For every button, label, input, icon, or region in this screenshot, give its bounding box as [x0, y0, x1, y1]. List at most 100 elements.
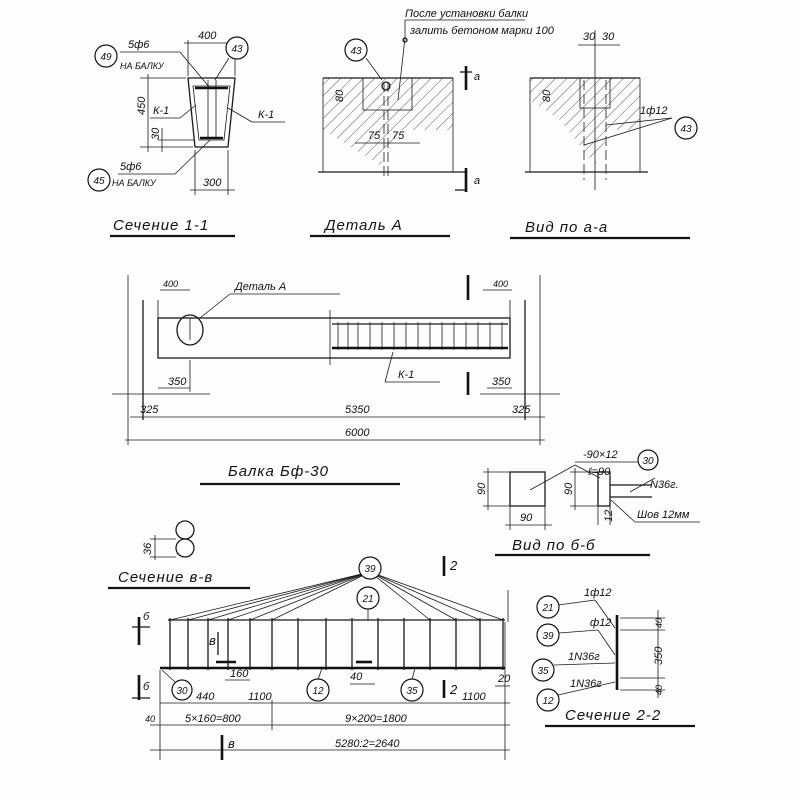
dim-depth: 80: [334, 89, 346, 102]
plate-side: [597, 471, 611, 507]
cut-label: в: [228, 736, 235, 751]
leader-lines-39: [169, 571, 504, 621]
position-number: 45: [93, 176, 105, 187]
dim-90-width: 90: [520, 512, 533, 524]
plate-size: -90×12: [583, 449, 618, 461]
position-marker: [536, 623, 560, 647]
dim-40-mid: 40: [350, 671, 363, 683]
dim-pitch-160: 5×160=800: [185, 713, 242, 725]
dim-400-right: 400: [493, 279, 508, 289]
dim-30: 30: [150, 127, 162, 140]
section-1-1: 400 450 30 300 5ф6 НА БАЛКУ 49 43 5ф6 НА…: [87, 30, 285, 238]
beam-body: [157, 317, 511, 359]
position-marker: [171, 679, 193, 701]
dim-350: 350: [653, 646, 665, 665]
dim-pitch-200: 9×200=1800: [345, 713, 408, 725]
detail-a-ref: Деталь А: [233, 281, 286, 293]
beam-title: Балка Бф-30: [228, 463, 329, 480]
hatched-concrete: [530, 78, 640, 165]
rebar-bottom-note: НА БАЛКУ: [112, 178, 157, 188]
detail-a-callout: [176, 314, 204, 346]
dim-40-top: 40: [654, 618, 664, 628]
dim-350-right: 350: [492, 376, 511, 388]
plate-front: [509, 471, 546, 507]
section-v-v: 36 Сечение в-в: [108, 520, 250, 590]
dim-75-left: 75: [368, 130, 381, 142]
position-marker: [306, 678, 330, 702]
view-a-a: 30 30 80 1ф12 43 Вид по а-а: [510, 30, 698, 240]
position-marker: [344, 38, 368, 62]
stirrups: [169, 618, 504, 670]
section-2-2-title: Сечение 2-2: [565, 707, 661, 724]
dim-36: 36: [142, 542, 154, 555]
rebar-label: 1ф12: [640, 105, 668, 117]
weld-label: Шов 12мм: [637, 509, 690, 521]
section-1-1-title: Сечение 1-1: [113, 217, 209, 234]
dim-440: 440: [196, 691, 215, 703]
bar-section-top: [175, 520, 195, 540]
position-number: 12: [312, 686, 324, 697]
rebar-top-note: НА БАЛКУ: [120, 61, 165, 71]
position-number: 35: [406, 686, 418, 697]
position-number: 12: [542, 696, 554, 707]
cage-outline: [192, 85, 231, 141]
plate-length: ℓ=90: [587, 466, 611, 478]
position-number: 43: [680, 124, 692, 135]
stirrup-label: ф12: [590, 617, 611, 629]
rebar-loop: [381, 81, 391, 91]
dim-400: 400: [198, 30, 217, 42]
section-v-v-title: Сечение в-в: [118, 569, 213, 586]
position-number: 43: [350, 46, 362, 57]
dim-40: 40: [145, 714, 155, 724]
dim-300: 300: [203, 177, 222, 189]
dim-1100-b: 1100: [462, 691, 487, 703]
position-number: 21: [541, 603, 553, 614]
dim-5350: 5350: [345, 404, 370, 416]
dim-40-bottom: 40: [654, 685, 664, 695]
dim-75-right: 75: [392, 130, 405, 142]
dim-325-right: 325: [512, 404, 531, 416]
view-b-b: 90 90 90 12 -90×12 ℓ=90 30 N36г. Шов 12м…: [476, 449, 700, 557]
beam-elevation: Деталь А 400 400 350 350 325 5350 325 60…: [112, 275, 560, 486]
dim-160: 160: [230, 668, 249, 680]
note-line-1: После установки балки: [405, 8, 528, 20]
position-marker: [674, 116, 698, 140]
dim-20: 20: [497, 673, 511, 685]
position-number: 39: [542, 631, 554, 642]
dim-30-left: 30: [583, 31, 596, 43]
position-number: 43: [231, 44, 243, 55]
dim-6000: 6000: [345, 427, 370, 439]
bar-top-label: 1ф12: [584, 587, 612, 599]
cage-label-left: К-1: [153, 105, 169, 117]
detail-a: После установки балки залить бетоном мар…: [310, 8, 555, 238]
position-marker: [531, 658, 555, 682]
dim-depth: 80: [541, 89, 553, 102]
dim-12: 12: [603, 510, 615, 522]
bar-section-bottom: [175, 538, 195, 558]
position-number: 39: [364, 564, 376, 575]
position-marker: [637, 449, 659, 471]
position-marker: [87, 168, 111, 192]
dim-450: 450: [136, 96, 148, 115]
position-marker: [536, 688, 560, 712]
cage-label-right: К-1: [258, 109, 274, 121]
position-marker: [358, 556, 382, 580]
cut-label: б: [143, 681, 150, 693]
dim-90-height-left: 90: [476, 482, 488, 495]
position-number: 30: [642, 456, 654, 467]
reinforcement-cage-k1: [332, 322, 508, 350]
cut-mark-a-bottom: a: [474, 175, 480, 187]
cage-label: К-1: [398, 369, 414, 381]
profile-label: N36г.: [650, 479, 679, 491]
position-marker: [536, 595, 560, 619]
cage-k1-elevation: 39 21 12 35 30 2 2 б б в 160 40 20 440 1…: [132, 556, 511, 760]
angle-label-1: 1N36г: [568, 651, 600, 663]
beam-cross-section: [187, 77, 236, 148]
dim-350-left: 350: [168, 376, 187, 388]
dim-325-left: 325: [140, 404, 159, 416]
position-number: 30: [176, 686, 188, 697]
dim-1100-a: 1100: [248, 691, 273, 703]
cut-label: 2: [449, 558, 458, 573]
dim-total: 5280:2=2640: [335, 738, 400, 750]
dim-30-right: 30: [602, 31, 615, 43]
